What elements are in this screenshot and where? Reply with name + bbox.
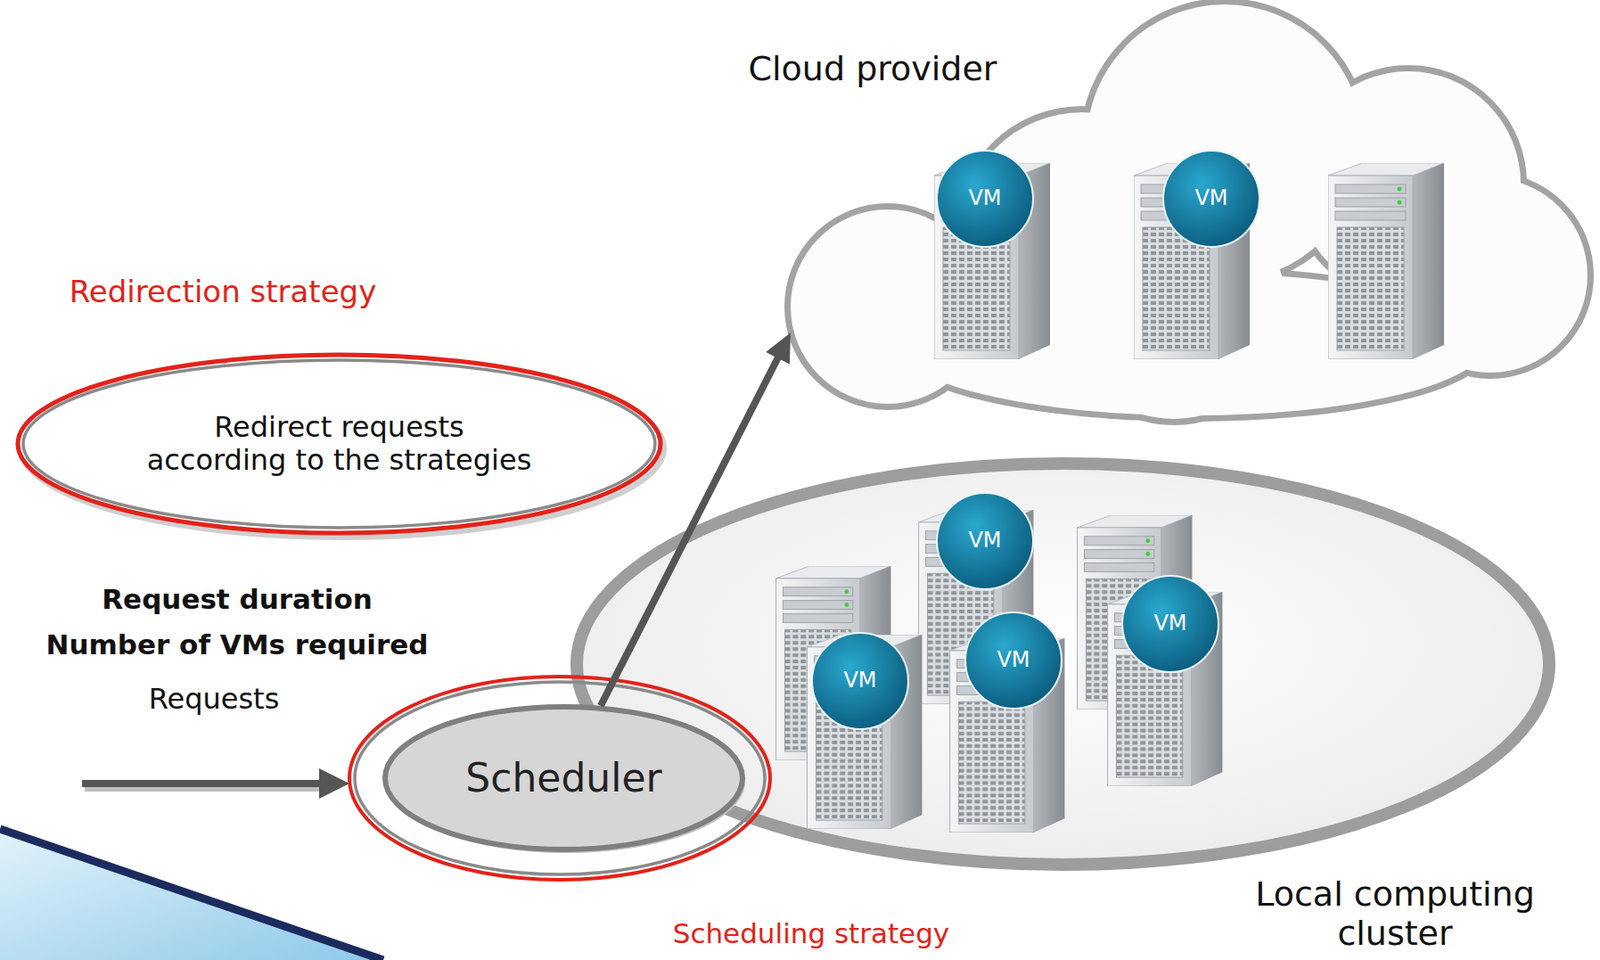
cluster-title: Local computing cluster xyxy=(1234,875,1557,953)
incoming-arrow xyxy=(82,768,350,799)
cloud-lobe xyxy=(897,272,1486,416)
vm-circle: VM xyxy=(935,148,1035,249)
vm-disc xyxy=(965,612,1062,709)
vm-circle: VM xyxy=(935,491,1035,591)
arrow-head xyxy=(319,768,350,799)
vm-circle: VM xyxy=(1120,574,1221,674)
vm-label: VM xyxy=(968,186,1002,212)
input-label: Requests xyxy=(148,682,280,716)
server-icon xyxy=(1328,163,1445,360)
cloud-lobe xyxy=(1393,178,1588,373)
cloud-provider: Cloud providerVMVM xyxy=(790,5,1593,420)
input-label: Request duration xyxy=(101,583,373,616)
red-ring xyxy=(17,354,661,534)
swoosh-fill xyxy=(0,828,384,960)
red-ring xyxy=(349,676,771,880)
arrow-shaft xyxy=(82,779,323,788)
vm-disc xyxy=(812,632,909,730)
vm-circle: VM xyxy=(810,631,911,731)
slide-swoosh xyxy=(0,828,384,960)
vm-disc xyxy=(1163,150,1260,247)
strategy-title: Scheduling strategy xyxy=(588,918,1034,951)
grey-ring xyxy=(23,360,656,528)
scheduler-label: Scheduler xyxy=(465,755,662,802)
strategy-title: Redirection strategy xyxy=(0,274,446,310)
cluster-ellipse-outline xyxy=(570,457,1556,871)
grey-ring xyxy=(354,681,765,875)
vm-disc xyxy=(936,150,1034,247)
vm-disc xyxy=(1122,575,1219,673)
vm-circle: VM xyxy=(1161,148,1262,249)
scheduler-disc xyxy=(385,706,743,850)
vm-circle: VM xyxy=(963,610,1064,711)
cluster-ellipse: Local computing clusterVMVMVMVM xyxy=(570,457,1556,871)
swoosh-edge xyxy=(0,828,384,960)
vm-label: VM xyxy=(996,648,1030,673)
input-label: Number of VMs required xyxy=(46,629,429,662)
vm-label: VM xyxy=(1194,186,1228,212)
strategy-ring: Scheduling strategyScheduler xyxy=(346,673,773,883)
scheduler-ellipse: Scheduler xyxy=(382,704,746,853)
vm-label: VM xyxy=(843,668,877,694)
cloud-lobe xyxy=(897,272,1486,416)
vm-label: VM xyxy=(968,528,1002,554)
vm-disc xyxy=(936,492,1034,590)
strategy-ellipse: Redirection strategyRedirect requests ac… xyxy=(15,352,664,536)
strategy-text: Redirect requests according to the strat… xyxy=(142,410,537,477)
cloud-lobe xyxy=(1393,178,1588,373)
cloud-title: Cloud provider xyxy=(649,49,1096,90)
vm-label: VM xyxy=(1153,611,1187,637)
